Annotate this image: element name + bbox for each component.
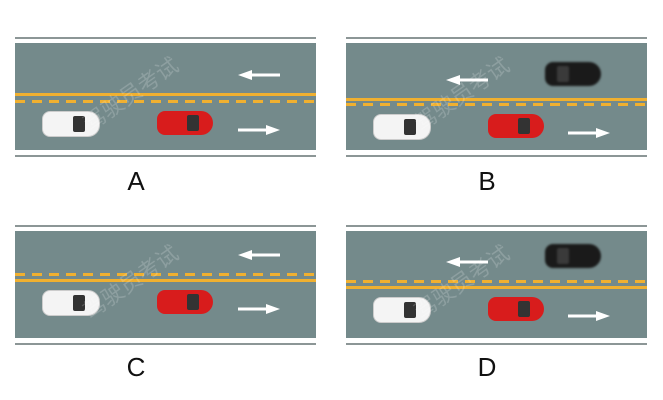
- road-diagram-c: 驾驶员考试: [15, 225, 316, 347]
- dashed-yellow-line: [15, 273, 316, 276]
- dashed-yellow-line: [346, 103, 647, 106]
- arrow-left-icon: [238, 67, 280, 80]
- road-edge-top: [15, 225, 316, 227]
- solid-yellow-line: [346, 98, 647, 101]
- dashed-yellow-line: [15, 100, 316, 103]
- red-car: [488, 114, 544, 138]
- option-label-d: D: [477, 352, 497, 382]
- black-car: [545, 62, 601, 86]
- red-car: [488, 297, 544, 321]
- road-surface: [15, 231, 316, 338]
- white-car: [42, 290, 100, 316]
- white-car: [373, 114, 431, 140]
- arrow-right-icon: [238, 122, 280, 135]
- dashed-yellow-line: [346, 280, 647, 283]
- road-edge-top: [15, 37, 316, 39]
- option-label-c: C: [126, 352, 146, 382]
- arrow-left-icon: [446, 72, 488, 85]
- road-edge-top: [346, 225, 647, 227]
- solid-yellow-line: [15, 93, 316, 96]
- arrow-right-icon: [568, 125, 610, 138]
- red-car: [157, 290, 213, 314]
- option-label-b: B: [478, 166, 496, 196]
- road-edge-bottom: [15, 155, 316, 157]
- option-label-a: A: [127, 166, 145, 196]
- solid-yellow-line: [15, 279, 316, 282]
- white-car: [42, 111, 100, 137]
- black-car: [545, 244, 601, 268]
- solid-yellow-line: [346, 286, 647, 289]
- arrow-left-icon: [238, 247, 280, 260]
- road-diagram-b: 驾驶员考试: [346, 37, 647, 159]
- red-car: [157, 111, 213, 135]
- road-edge-top: [346, 37, 647, 39]
- arrow-left-icon: [446, 254, 488, 267]
- road-diagram-d: 驾驶员考试: [346, 225, 647, 347]
- arrow-right-icon: [238, 301, 280, 314]
- road-edge-bottom: [346, 343, 647, 345]
- road-edge-bottom: [346, 155, 647, 157]
- road-diagram-a: 驾驶员考试: [15, 37, 316, 159]
- white-car: [373, 297, 431, 323]
- arrow-right-icon: [568, 308, 610, 321]
- road-edge-bottom: [15, 343, 316, 345]
